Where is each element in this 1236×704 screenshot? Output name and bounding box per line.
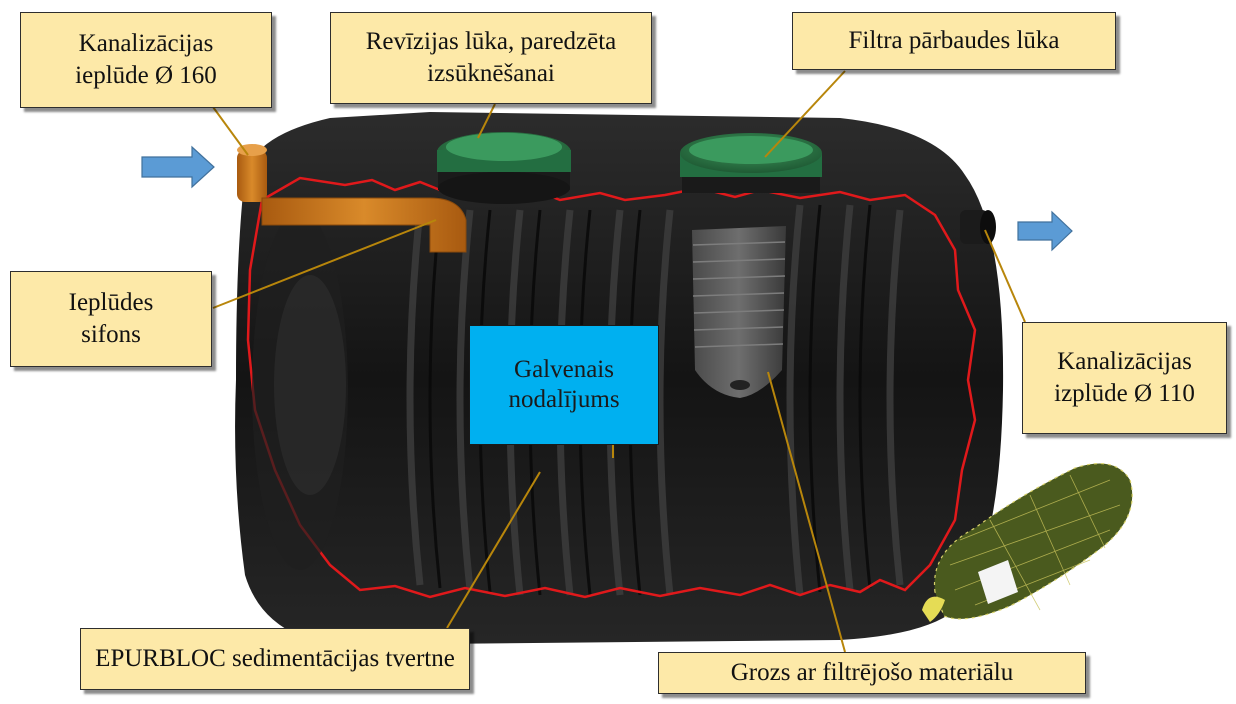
right-arrow-icon: [142, 147, 214, 187]
label-filter-hatch-line1: Filtra pārbaudes lūka: [848, 25, 1059, 57]
label-main-compartment-line2: nodalījums: [508, 385, 619, 415]
label-revision-hatch-line1: Revīzijas lūka, paredzēta: [366, 26, 617, 58]
label-main-compartment: Galvenais nodalījums: [469, 325, 659, 445]
right-arrow-icon: [1018, 212, 1072, 250]
label-outlet: Kanalizācijas izplūde Ø 110: [1022, 322, 1227, 434]
filter-hatch-lid: [680, 133, 822, 193]
label-tank: EPURBLOC sedimentācijas tvertne: [80, 628, 470, 690]
label-inlet-siphon: Ieplūdes sifons: [10, 271, 212, 367]
label-main-compartment-line1: Galvenais: [514, 355, 614, 385]
revision-hatch-lid: [437, 132, 571, 204]
label-tank-line1: EPURBLOC sedimentācijas tvertne: [95, 643, 455, 675]
filter-basket-column: [692, 226, 786, 398]
label-outlet-line2: izplūde Ø 110: [1054, 378, 1195, 410]
label-inlet: Kanalizācijas ieplūde Ø 160: [20, 12, 272, 108]
label-filter-basket-line1: Grozs ar filtrējošo materiālu: [731, 657, 1014, 689]
label-inlet-line2: ieplūde Ø 160: [75, 60, 217, 92]
label-revision-hatch: Revīzijas lūka, paredzēta izsūknēšanai: [330, 12, 652, 104]
outlet-pipe: [960, 210, 996, 244]
label-inlet-line1: Kanalizācijas: [79, 28, 214, 60]
label-filter-basket: Grozs ar filtrējošo materiālu: [658, 652, 1086, 694]
label-outlet-line1: Kanalizācijas: [1057, 346, 1192, 378]
label-inlet-siphon-line1: Ieplūdes: [69, 287, 154, 319]
label-revision-hatch-line2: izsūknēšanai: [427, 58, 555, 90]
label-filter-hatch: Filtra pārbaudes lūka: [792, 12, 1116, 70]
label-inlet-siphon-line2: sifons: [81, 319, 141, 351]
